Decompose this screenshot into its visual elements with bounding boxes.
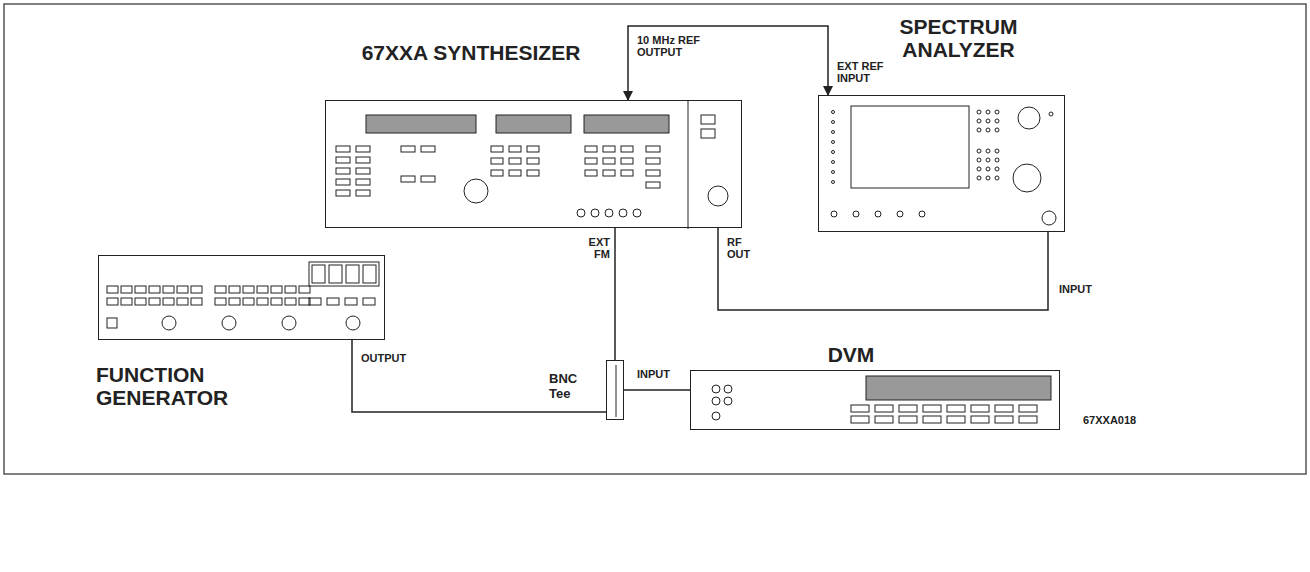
panel-artwork (326, 101, 743, 229)
port-label: 10 MHz REF OUTPUT (636, 34, 716, 58)
port-label: INPUT (636, 368, 682, 380)
border-frame (4, 4, 1306, 474)
instrument-name: 67XXA SYNTHESIZER (361, 41, 581, 64)
cable (624, 389, 690, 391)
instrument-name: SPECTRUM ANALYZER (871, 15, 1046, 61)
port-label: EXT REF INPUT (836, 60, 896, 84)
cable (718, 228, 1048, 310)
figure-number: 67XXA018 (1082, 414, 1154, 426)
instrument-name: FUNCTION GENERATOR (96, 363, 266, 409)
synthesizer-instrument: 67XXA SYNTHESIZER (325, 100, 742, 228)
panel-artwork (819, 96, 1066, 233)
part-label: BNC Tee (549, 371, 599, 401)
port-label: OUTPUT (360, 352, 414, 364)
bnc-tee: BNC Tee (606, 360, 624, 420)
instrument-name: DVM (821, 343, 881, 366)
port-label: EXT FM (575, 236, 611, 260)
port-label: RF OUT (726, 236, 762, 260)
panel-artwork (99, 256, 386, 341)
cable (352, 340, 606, 412)
dvm-instrument: DVM (690, 370, 1060, 430)
panel-artwork (691, 371, 1061, 431)
function-generator-instrument: FUNCTION GENERATOR (98, 255, 385, 340)
cable (614, 228, 616, 360)
panel-artwork (607, 361, 625, 421)
port-label: INPUT (1058, 283, 1104, 295)
spectrum-analyzer-instrument: SPECTRUM ANALYZER (818, 95, 1065, 232)
cable (628, 26, 828, 100)
